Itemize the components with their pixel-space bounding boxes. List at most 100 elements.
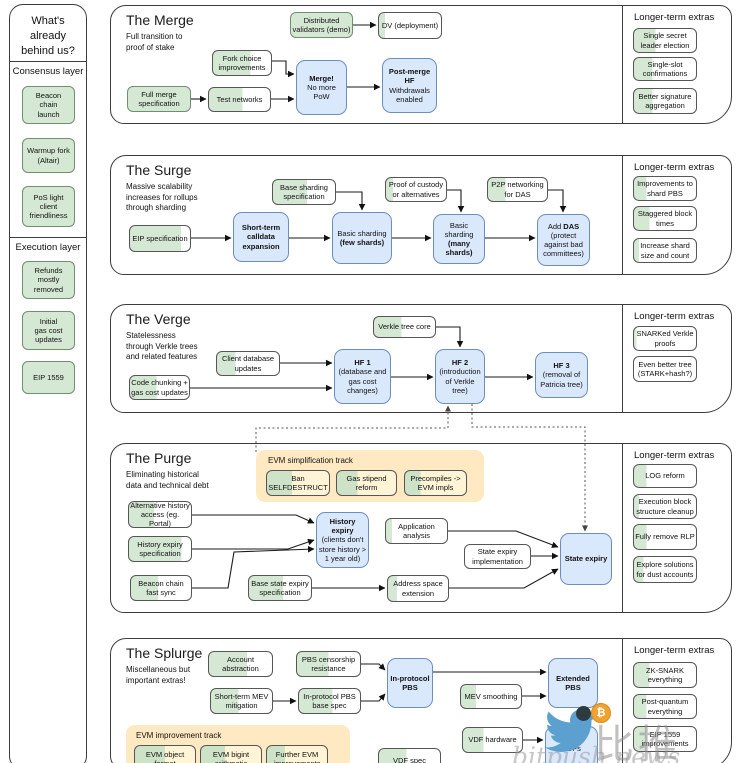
history-expiry-label: History expiry <box>329 517 356 536</box>
base-sharding-specification: Base sharding specification <box>272 179 336 205</box>
evm-bigint-arithmetic: EVM bigint arithmetic <box>200 745 262 763</box>
sidebar-item: EIP 1559 <box>22 361 75 394</box>
in-protocol-pbs: In-protocol PBS <box>387 658 433 708</box>
track-label: EVM simplification track <box>268 456 353 465</box>
hf-2-label: HF 2 <box>451 358 469 368</box>
staggered-block-times: Staggered block times <box>633 206 697 231</box>
vdf-spec-label: VDF spec <box>393 756 426 763</box>
zk-snark-everything-label: ZK-SNARK everything <box>646 665 684 684</box>
account-abstraction-label: Account abstraction <box>222 654 259 673</box>
distributed-validators-demo: Distributed validators (demo) <box>290 12 353 38</box>
extras-divider <box>622 5 623 124</box>
extended-pbs: Extended PBS <box>548 658 598 708</box>
mev-smoothing-label: MEV smoothing <box>464 691 518 701</box>
verkle-tree-core-label: Verkle tree core <box>378 322 431 332</box>
increase-shard-size-and-count: Increase shard size and count <box>633 238 697 263</box>
history-expiry-specification-label: History expiry specification <box>137 539 183 558</box>
sidebar-title: What's already behind us? <box>21 15 75 57</box>
section-splurge-title: The Splurge <box>126 645 203 661</box>
further-evm-improvements: Further EVM improvements <box>266 745 328 763</box>
alternative-history-access: Alternative history access (eg. Portal) <box>128 501 192 528</box>
basic-sharding-many-shards-label: (many shards) <box>445 239 473 258</box>
base-state-expiry-specification-label: Base state expiry specification <box>251 578 309 597</box>
increase-shard-size-and-count-label: Increase shard size and count <box>640 241 690 260</box>
longer-term-extras-header: Longer-term extras <box>634 12 715 23</box>
even-better-tree: Even better tree (STARK+hash?) <box>633 356 697 382</box>
eip-specification: EIP specification <box>129 225 191 252</box>
even-better-tree-label: Even better tree (STARK+hash?) <box>637 359 693 378</box>
state-expiry-implementation: State expiry implementation <box>464 544 531 569</box>
section-purge-subtitle: Eliminating historical data and technica… <box>126 470 209 490</box>
client-database-updates-label: Client database updates <box>221 354 275 373</box>
staggered-block-times-label: Staggered block times <box>637 209 693 228</box>
short-term-mev-mitigation-label: Short-term MEV mitigation <box>214 691 269 710</box>
vdfs: VDFs <box>545 726 598 763</box>
vdf-hardware: VDF hardware <box>462 727 523 753</box>
distributed-validators-demo-label: Distributed validators (demo) <box>292 15 351 34</box>
dv-deployment-label: DV (deployment) <box>381 20 439 30</box>
test-networks-label: Test networks <box>216 94 263 104</box>
sidebar-item: Initial gas cost updates <box>22 311 75 350</box>
in-protocol-pbs-label: In-protocol PBS <box>390 673 430 692</box>
single-slot-confirmations: Single-slot confirmations <box>633 57 697 81</box>
single-secret-leader-election-label: Single secret leader election <box>640 31 690 50</box>
eip-1559-improvements-label: EIP 1559 improvements <box>641 729 689 748</box>
mev-smoothing: MEV smoothing <box>460 684 522 709</box>
sidebar-divider <box>9 237 87 238</box>
longer-term-extras-header: Longer-term extras <box>634 450 715 461</box>
precompiles-to-evm-impls: Precompiles -> EVM impls <box>404 470 467 496</box>
execution-block-structure-cleanup: Execution block structure cleanup <box>633 494 697 519</box>
in-protocol-pbs-base-spec: In-protocol PBS base spec <box>298 688 361 714</box>
state-expiry-implementation-label: State expiry implementation <box>472 547 523 566</box>
evm-object-format: EVM object format <box>134 745 196 763</box>
merge-no-more-pow-label: Merge! <box>309 73 334 83</box>
further-evm-improvements-label: Further EVM improvements <box>273 749 320 763</box>
section-verge-subtitle: Statelessness through Verkle trees and r… <box>126 331 198 362</box>
section-merge-subtitle: Full transition to proof of stake <box>126 32 183 52</box>
pbs-censorship-resistance-label: PBS censorship resistance <box>301 654 356 673</box>
fully-remove-rlp: Fully remove RLP <box>633 524 697 550</box>
eip-1559-improvements: EIP 1559 improvements <box>633 726 697 752</box>
history-expiry-label: (clients don't store history > 1 year ol… <box>318 535 367 563</box>
full-merge-specification-label: Full merge specification <box>138 89 180 108</box>
beacon-chain-fast-sync: Beacon chain fast sync <box>130 575 192 601</box>
post-quantum-everything: Post-quantum everything <box>633 694 697 719</box>
eip-specification-label: EIP specification <box>132 233 188 243</box>
base-sharding-specification-label: Base sharding specification <box>280 182 328 201</box>
vdf-hardware-label: VDF hardware <box>468 735 517 745</box>
execution-block-structure-cleanup-label: Execution block structure cleanup <box>636 497 694 516</box>
short-term-calldata-expansion: Short-term calldata expansion <box>233 212 289 262</box>
basic-sharding-few-shards-label: Basic sharding <box>337 228 387 238</box>
post-merge-hf-label: Post-merge HF <box>388 67 431 86</box>
section-purge-title: The Purge <box>126 450 192 466</box>
longer-term-extras-header: Longer-term extras <box>634 645 715 656</box>
state-expiry-label: State expiry <box>564 554 608 564</box>
section-verge-title: The Verge <box>126 311 191 327</box>
section-surge <box>110 155 732 275</box>
evm-bigint-arithmetic-label: EVM bigint arithmetic <box>212 749 250 763</box>
history-expiry-specification: History expiry specification <box>128 536 192 562</box>
fork-choice-improvements: Fork choice improvements <box>212 50 272 76</box>
section-merge-title: The Merge <box>126 12 194 28</box>
single-secret-leader-election: Single secret leader election <box>633 28 697 53</box>
address-space-extension: Address space extension <box>387 575 449 602</box>
vdfs-label: VDFs <box>562 744 581 754</box>
proof-of-custody-label: Proof of custody or alternatives <box>388 180 444 199</box>
vdf-spec: VDF spec <box>378 748 441 763</box>
longer-term-extras-header: Longer-term extras <box>634 162 715 173</box>
extended-pbs-label: Extended PBS <box>556 673 590 692</box>
add-das: Add DAS(protect against bad committees) <box>537 214 590 266</box>
add-das-label: (protect against bad committees) <box>543 230 584 259</box>
sidebar-group-label: Consensus layer <box>12 66 84 77</box>
short-term-calldata-expansion-label: Short-term calldata expansion <box>241 223 281 251</box>
verkle-tree-core: Verkle tree core <box>373 316 436 338</box>
client-database-updates: Client database updates <box>216 351 280 376</box>
hf-1-label: (database and gas cost changes) <box>338 367 387 395</box>
code-chunking-gas-cost-updates: Code chunking + gas cost updates <box>129 375 190 400</box>
base-state-expiry-specification: Base state expiry specification <box>248 575 312 601</box>
explore-solutions-for-dust-accounts: Explore solutions for dust accounts <box>633 556 697 583</box>
dv-deployment: DV (deployment) <box>378 12 442 39</box>
sidebar-divider <box>9 61 87 62</box>
section-surge-subtitle: Massive scalability increases for rollup… <box>126 182 198 213</box>
